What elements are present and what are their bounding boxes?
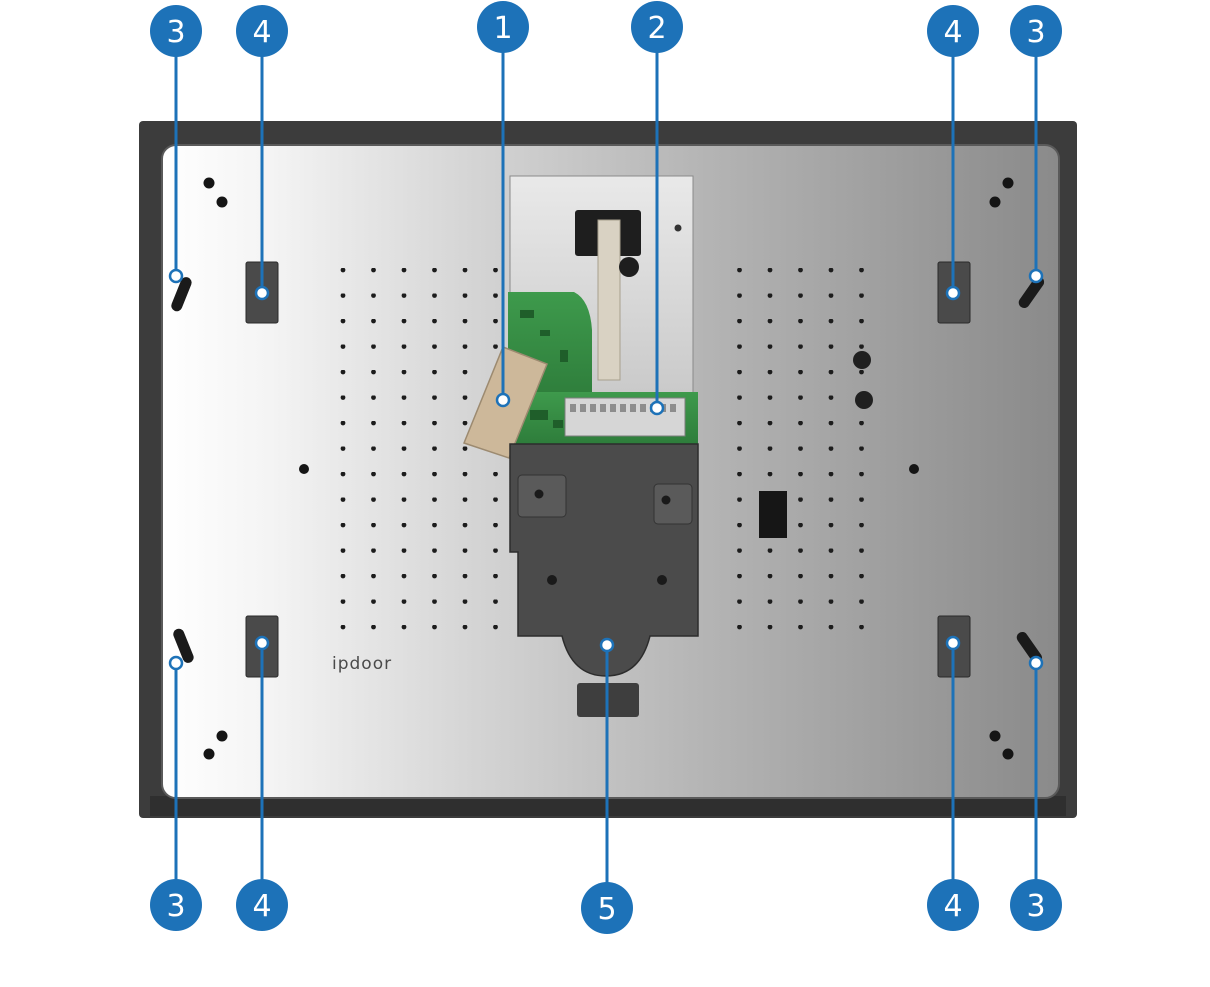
corner-screws (203, 177, 1014, 760)
callout-number: 4 (943, 15, 962, 50)
callout-target-ring (1028, 268, 1044, 284)
callout-number: 4 (943, 889, 962, 924)
right-rect-slot (759, 491, 787, 538)
callout-target-ring (254, 635, 270, 651)
callout-top-1: 1 (477, 1, 529, 408)
brand-logo: ipdoor (332, 654, 392, 674)
callout-target-ring (945, 285, 961, 301)
callout-top-left-4: 4 (236, 5, 288, 301)
callout-badge (150, 5, 202, 57)
pcb-components (520, 310, 568, 428)
screw-right-lower (855, 391, 873, 409)
callout-badge (236, 879, 288, 931)
callout-bottom-left-3: 3 (150, 655, 202, 931)
callout-target-ring (254, 285, 270, 301)
callout-target-ring (599, 637, 615, 653)
callout-badge (1010, 5, 1062, 57)
callout-bottom-left-4: 4 (236, 635, 288, 931)
callout-number: 3 (1026, 15, 1045, 50)
callout-number: 1 (493, 11, 512, 46)
callout-target-ring (168, 268, 184, 284)
callout-number: 2 (647, 11, 666, 46)
callout-bottom-5: 5 (581, 637, 633, 934)
callout-badge (150, 879, 202, 931)
callout-badge (927, 879, 979, 931)
callout-target-ring (495, 392, 511, 408)
callout-number: 5 (597, 892, 616, 927)
callout-target-ring (649, 400, 665, 416)
callout-target-ring (168, 655, 184, 671)
callout-number: 3 (166, 889, 185, 924)
callout-bottom-right-4: 4 (927, 635, 979, 931)
callout-number: 3 (1026, 889, 1045, 924)
callout-badge (927, 5, 979, 57)
screw-right-upper (853, 351, 871, 369)
callout-number: 4 (252, 15, 271, 50)
callout-number: 4 (252, 889, 271, 924)
callout-badge (1010, 879, 1062, 931)
callout-badge (581, 882, 633, 934)
callout-top-right-4: 4 (927, 5, 979, 301)
round-connector (619, 257, 639, 277)
callout-number: 3 (166, 15, 185, 50)
callout-badge (477, 1, 529, 53)
callout-top-2: 2 (631, 1, 683, 416)
callout-target-ring (945, 635, 961, 651)
keyhole-slots (171, 276, 1045, 664)
callout-top-right-3: 3 (1010, 5, 1062, 284)
vent-holes-right (724, 265, 884, 637)
vent-holes-left (340, 265, 500, 637)
callout-top-left-3: 3 (150, 5, 202, 284)
callout-badge (236, 5, 288, 57)
callout-layer: 3 4 1 2 4 3 3 4 5 4 3 (150, 1, 1062, 934)
ribbon-cable (597, 219, 621, 381)
callout-bottom-right-3: 3 (1010, 655, 1062, 931)
callout-target-ring (1028, 655, 1044, 671)
callout-badge (631, 1, 683, 53)
terminal-block (564, 397, 686, 437)
